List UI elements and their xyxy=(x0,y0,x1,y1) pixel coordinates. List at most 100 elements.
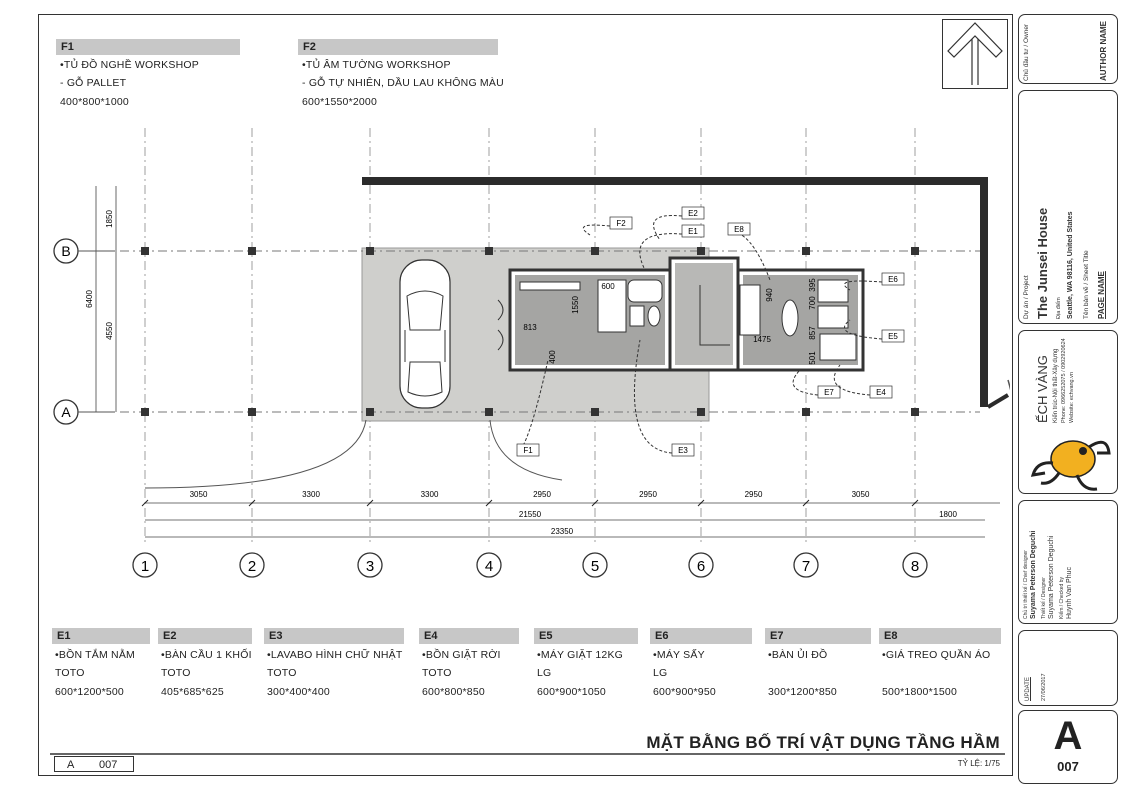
structural-column xyxy=(802,408,810,416)
grid-label: 3 xyxy=(366,558,374,575)
equipment-e7-name: •BÀN ỦI ĐỒ xyxy=(768,649,828,661)
structural-column xyxy=(141,247,149,255)
equipment-e8-name: •GIÁ TREO QUẦN ÁO xyxy=(882,649,991,661)
room-dimension: 1475 xyxy=(753,335,771,344)
equipment-e5-name: •MÁY GIẶT 12KG xyxy=(537,649,624,661)
structural-column xyxy=(591,247,599,255)
vertical-dimension: 4550 xyxy=(105,322,114,340)
company-website: Website: echvang.vn xyxy=(1069,372,1075,423)
grid-label: 7 xyxy=(802,558,810,575)
structural-column xyxy=(141,408,149,416)
structural-column xyxy=(485,247,493,255)
dimension-tick xyxy=(141,499,149,507)
company-phone: Phone: 0966252075 / 0902920624 xyxy=(1061,338,1067,423)
company-name: ẾCH VÀNG xyxy=(1035,355,1050,423)
title-underline xyxy=(50,753,1005,755)
sheet-id-box: A 007 xyxy=(1018,710,1118,784)
equipment-e1-header: E1 xyxy=(52,628,150,644)
equipment-e2-name: •BÀN CẦU 1 KHỐI xyxy=(161,649,252,661)
grid-label: 8 xyxy=(911,558,919,575)
tag-leader xyxy=(653,215,683,241)
equipment-e3-name: •LAVABO HÌNH CHỮ NHẬT xyxy=(267,649,403,661)
equipment-e7-size: 300*1200*850 xyxy=(768,686,837,698)
equipment-e3-header: E3 xyxy=(264,628,404,644)
room-dimension: 1550 xyxy=(571,296,580,314)
structural-column xyxy=(911,247,919,255)
equipment-e4-name: •BỒN GIẶT RỜI xyxy=(422,649,501,661)
room-dimension: 400 xyxy=(548,350,557,364)
equipment-e2-size: 405*685*625 xyxy=(161,686,224,698)
equipment-e5-brand: LG xyxy=(537,667,552,679)
project-box: Dự án / Project The Junsei House Địa điể… xyxy=(1018,90,1118,324)
equipment-e6-brand: LG xyxy=(653,667,668,679)
legend-f2-header: F2 xyxy=(298,39,498,55)
equipment-tag-box xyxy=(671,443,695,457)
equipment-tag-box xyxy=(681,206,705,220)
equipment-tag-box xyxy=(727,222,751,236)
equipment-e1-size: 600*1200*500 xyxy=(55,686,124,698)
equipment-tag-box xyxy=(881,272,905,286)
checker-label: Kiểm / Checked by xyxy=(1059,577,1065,619)
equipment-tag: F2 xyxy=(616,219,626,228)
equipment-tag: E2 xyxy=(688,209,698,218)
tag-leader xyxy=(582,224,611,236)
room-dimension: 857 xyxy=(808,326,817,340)
room-dimension: 813 xyxy=(523,323,537,332)
legend-f1-code: F1 xyxy=(61,41,74,53)
checker-name: Huynh Van Phuc xyxy=(1066,566,1073,619)
equipment-tag: E5 xyxy=(888,332,898,341)
frog-logo-icon xyxy=(1030,440,1111,491)
grid-label: B xyxy=(61,243,70,259)
equipment-e2-brand: TOTO xyxy=(161,667,191,679)
span-dimension: 3050 xyxy=(190,490,208,499)
span-dimension: 2950 xyxy=(533,490,551,499)
equipment-e4-brand: TOTO xyxy=(422,667,452,679)
designer-box: Chủ trì thiết kế / Chief designer Suyama… xyxy=(1018,500,1118,624)
owner-label: Chủ đầu tư / Owner xyxy=(1023,23,1030,81)
page-name: PAGE NAME xyxy=(1097,271,1106,319)
tag-leader xyxy=(639,233,683,271)
equipment-e3-brand: TOTO xyxy=(267,667,297,679)
tag-leader xyxy=(792,369,819,396)
sheet-frame xyxy=(38,14,1013,776)
dimension-tick xyxy=(591,499,599,507)
tag-leader xyxy=(516,359,549,454)
address-label: Địa điểm xyxy=(1056,297,1062,319)
grid-bubble xyxy=(476,552,502,578)
equipment-e8-size: 500*1800*1500 xyxy=(882,686,958,698)
chief-designer-label: Chủ trì thiết kế / Chief designer xyxy=(1023,550,1029,619)
equipment-e8-header: E8 xyxy=(879,628,1001,644)
legend-f1-line1: •TỦ ĐỒ NGHỀ WORKSHOP xyxy=(60,59,199,71)
equipment-tag-box xyxy=(681,224,705,238)
equipment-e6-size: 600*900*950 xyxy=(653,686,716,698)
sheet-id-letter: A xyxy=(1053,714,1083,758)
company-box: ẾCH VÀNG Kiến trúc-Nội thất-Xây dựng Pho… xyxy=(1018,330,1118,494)
legend-f2-line2: - GỖ TỰ NHIÊN, DẦU LAU KHÔNG MÀU xyxy=(302,77,504,89)
update-date: 27/06/2017 xyxy=(1041,673,1047,701)
sheet-letter: A xyxy=(67,759,75,771)
project-label: Dự án / Project xyxy=(1023,275,1030,319)
legend-f1-size: 400*800*1000 xyxy=(60,96,129,108)
retaining-wall xyxy=(362,177,987,185)
update-box: UPDATE 27/06/2017 xyxy=(1018,630,1118,706)
span-dimension: 3300 xyxy=(421,490,439,499)
structural-column xyxy=(366,408,374,416)
equipment-e5-size: 600*900*1050 xyxy=(537,686,606,698)
project-address: Seattle, WA 98116, United States xyxy=(1067,211,1074,319)
grid-label: A xyxy=(61,404,71,420)
equipment-e6-name: •MÁY SẤY xyxy=(653,649,705,661)
structural-column xyxy=(485,408,493,416)
company-tagline: Kiến trúc-Nội thất-Xây dựng xyxy=(1053,348,1059,423)
project-name: The Junsei House xyxy=(1035,207,1050,319)
structural-column xyxy=(697,408,705,416)
grid-label: 6 xyxy=(697,558,705,575)
equipment-tag: E8 xyxy=(734,225,744,234)
owner-box: Chủ đầu tư / Owner AUTHOR NAME xyxy=(1018,14,1118,84)
legend-f1-line2: - GỖ PALLET xyxy=(60,77,127,89)
chief-designer-name: Suyama Peterson Deguchi xyxy=(1030,530,1037,619)
equipment-e1-brand: TOTO xyxy=(55,667,85,679)
drawing-title: MẶT BẰNG BỐ TRÍ VẬT DỤNG TẦNG HẦM xyxy=(646,733,1000,752)
structural-column xyxy=(697,247,705,255)
room-dimension: 600 xyxy=(601,282,615,291)
equipment-tag: E6 xyxy=(888,275,898,284)
